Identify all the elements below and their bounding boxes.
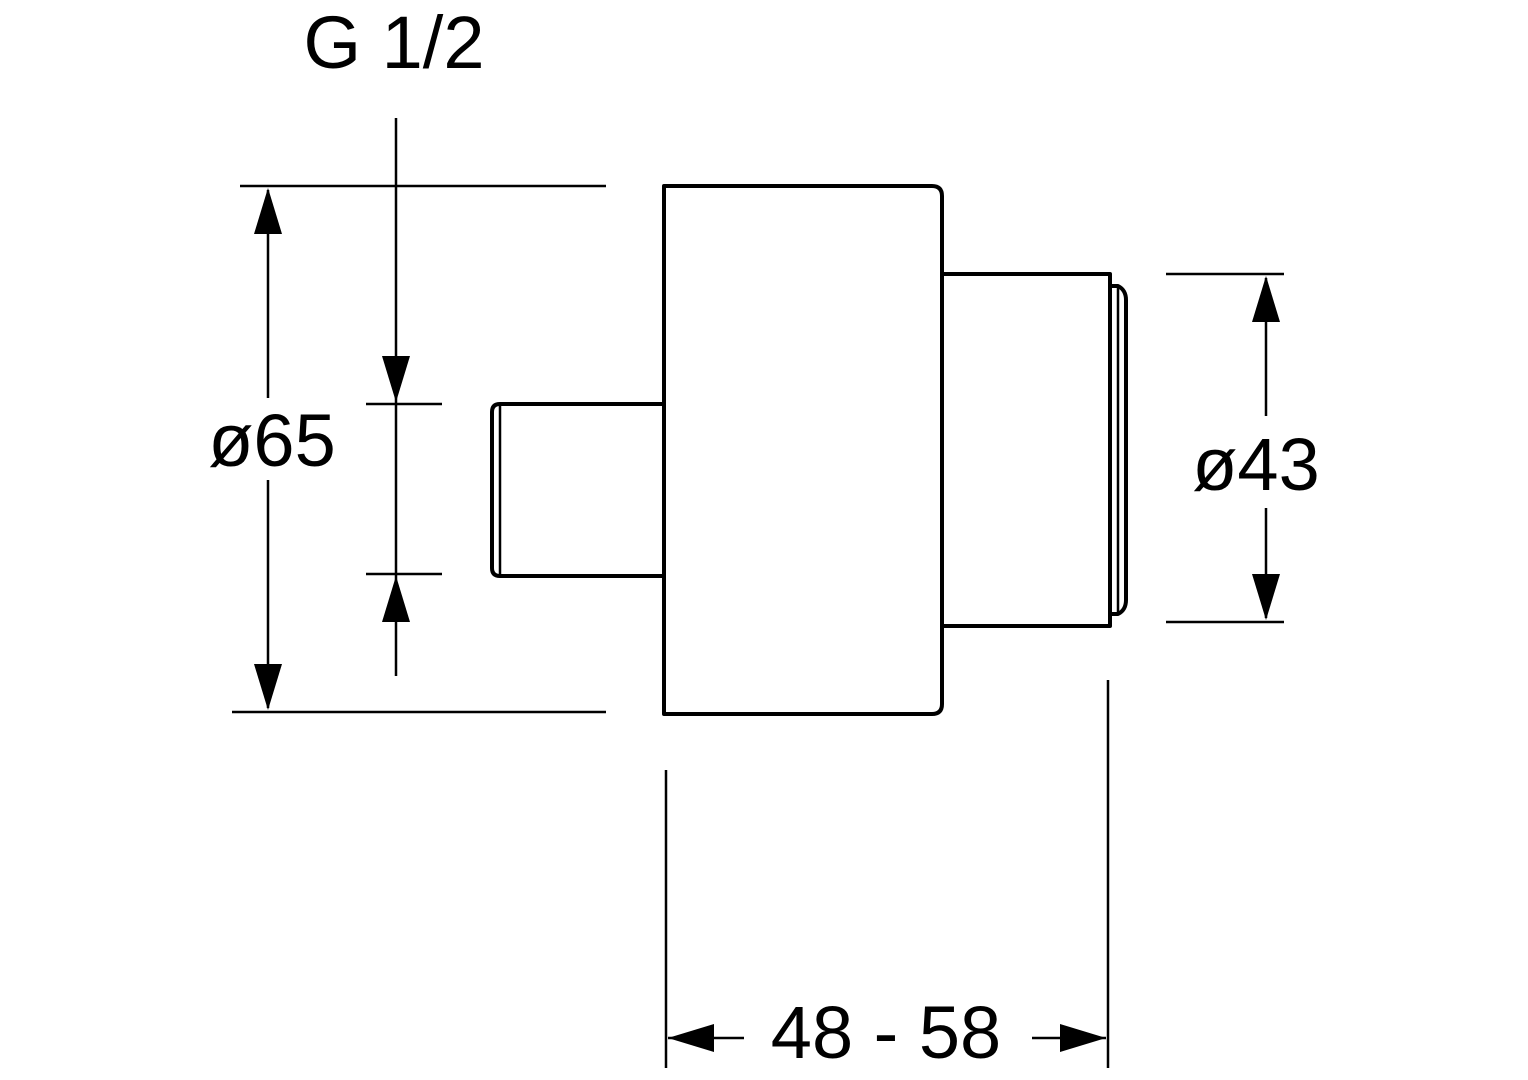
arrow-thread-bottom (382, 576, 410, 622)
arrow-43-bottom (1252, 574, 1280, 620)
arrow-length-right (1060, 1024, 1106, 1052)
label-diameter-65: ø65 (208, 399, 336, 482)
arrow-43-top (1252, 276, 1280, 322)
arrow-65-bottom (254, 664, 282, 710)
arrow-length-left (668, 1024, 714, 1052)
seal-ring (1110, 284, 1128, 616)
arrow-65-top (254, 188, 282, 234)
label-diameter-43: ø43 (1192, 423, 1320, 506)
body-large-cylinder (662, 184, 944, 716)
label-length-48-58: 48 - 58 (771, 991, 1001, 1074)
body-small-cylinder (942, 272, 1112, 628)
thread-connector (490, 402, 664, 578)
label-thread-g-1-2: G 1/2 (304, 1, 485, 84)
arrow-thread-top (382, 356, 410, 402)
